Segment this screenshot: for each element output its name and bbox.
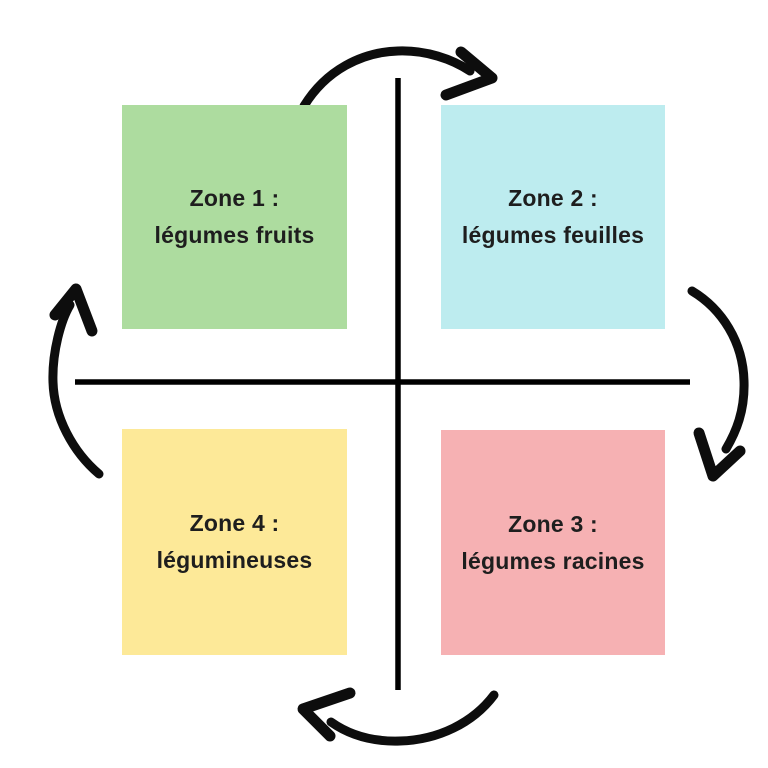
zone-4-box: Zone 4 : légumineuses (122, 429, 347, 655)
zone-4-subtitle: légumineuses (156, 547, 313, 573)
zone-2-title: Zone 2 : (508, 185, 598, 211)
zone-2-subtitle: légumes feuilles (461, 222, 645, 248)
zone-3-title: Zone 3 : (508, 510, 598, 537)
arrow-top-icon (299, 46, 498, 111)
arrow-left-curve (48, 300, 104, 479)
zone-4-title: Zone 4 : (189, 510, 280, 536)
zone-3-box: Zone 3 : légumes racines (441, 430, 665, 655)
zone-1-box: Zone 1 : légumes fruits (122, 105, 347, 329)
arrow-top-curve (299, 46, 475, 111)
arrow-bottom-curve (326, 690, 499, 746)
zone-3-subtitle: légumes racines (461, 547, 645, 574)
arrow-right-curve (687, 286, 749, 454)
arrow-left-icon (48, 283, 104, 479)
arrow-top-head (440, 46, 498, 101)
arrow-bottom-head (297, 687, 356, 742)
zone-1-subtitle: légumes fruits (154, 222, 315, 248)
arrow-right-head (693, 427, 746, 482)
cross-divider (75, 78, 690, 690)
zone-1-title: Zone 1 : (189, 185, 280, 211)
zone-2-box: Zone 2 : légumes feuilles (441, 105, 665, 329)
arrow-left-head (49, 283, 98, 337)
arrow-right-icon (687, 286, 749, 482)
arrow-bottom-icon (297, 687, 499, 746)
